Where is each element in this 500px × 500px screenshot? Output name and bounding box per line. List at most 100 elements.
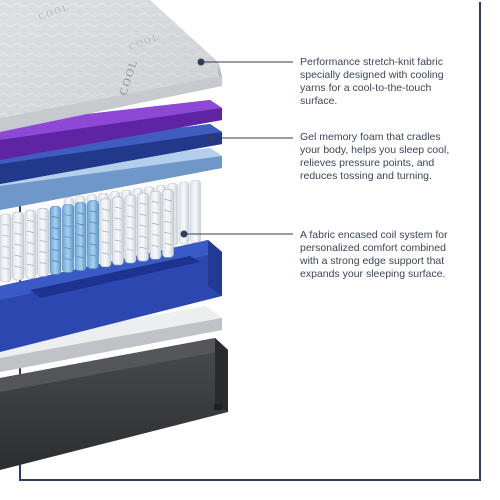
coil-stitch bbox=[76, 256, 85, 259]
coil-stitch bbox=[64, 236, 72, 239]
coil-stitch bbox=[114, 228, 122, 231]
coil-stitch bbox=[126, 237, 135, 240]
coil-stitch bbox=[76, 234, 85, 237]
coil-pocket-back bbox=[190, 180, 201, 243]
coil-stitch bbox=[101, 230, 110, 233]
coil-stitch bbox=[164, 210, 172, 213]
coil-stitch bbox=[64, 225, 72, 228]
coil-pocket bbox=[24, 209, 37, 279]
coil-stitch bbox=[126, 204, 135, 207]
coil-pocket-back bbox=[178, 181, 190, 245]
coil-stitch bbox=[14, 243, 22, 246]
callout-line: Performance stretch-knit fabric bbox=[300, 56, 443, 68]
coil-pocket bbox=[87, 200, 99, 269]
callout-line: surface. bbox=[300, 95, 338, 107]
coil-stitch bbox=[39, 262, 47, 265]
coil-stitch bbox=[126, 215, 135, 218]
coil-stitch bbox=[1, 223, 10, 226]
coil-stitch bbox=[151, 233, 160, 236]
callout-line: specially designed with cooling bbox=[300, 69, 444, 81]
coil-stitch bbox=[89, 221, 97, 224]
coil-stitch bbox=[101, 208, 110, 211]
coil-stitch bbox=[39, 251, 47, 254]
coil-stitch bbox=[14, 221, 22, 224]
callout-foam: Gel memory foam that cradles your body, … bbox=[300, 131, 470, 183]
coil-stitch bbox=[126, 248, 135, 251]
coil-stitch bbox=[89, 243, 97, 246]
callout-line: expands your sleeping surface. bbox=[300, 268, 446, 280]
coil-stitch bbox=[151, 222, 160, 225]
coil-pocket bbox=[112, 196, 124, 266]
callout-leaders bbox=[180, 58, 293, 238]
coil-stitch bbox=[164, 199, 172, 202]
coil-pocket bbox=[162, 189, 174, 258]
coil-stitch bbox=[114, 250, 122, 253]
purple-gel-foam-layer bbox=[0, 100, 222, 160]
light-blue-foam-layer bbox=[0, 148, 222, 210]
coil-stitch bbox=[39, 218, 47, 221]
coil-pocket bbox=[149, 190, 162, 260]
pocket-coil-layer bbox=[0, 180, 201, 283]
coil-stitch bbox=[51, 238, 60, 241]
coil-stitch bbox=[114, 206, 122, 209]
coil-stitch bbox=[51, 227, 60, 230]
callout-cover: Performance stretch-knit fabric speciall… bbox=[300, 56, 470, 108]
coil-stitch bbox=[26, 230, 35, 233]
coil-stitch bbox=[151, 200, 160, 203]
coil-stitch bbox=[1, 267, 10, 270]
coil-stitch bbox=[101, 241, 110, 244]
coil-stitch bbox=[26, 252, 35, 255]
callout-coils: A fabric encased coil system for persona… bbox=[300, 229, 470, 281]
callout-line: relieves pressure points, and bbox=[300, 157, 435, 169]
coil-pocket bbox=[62, 204, 74, 273]
callout-line: A fabric encased coil system for bbox=[300, 229, 448, 241]
coil-pocket bbox=[137, 192, 149, 262]
coil-stitch bbox=[139, 224, 147, 227]
coil-pocket bbox=[37, 208, 49, 277]
callout-line: personalized comfort combined bbox=[300, 242, 446, 254]
coil-stitch bbox=[114, 217, 122, 220]
coil-stitch bbox=[39, 229, 47, 232]
coil-stitch bbox=[151, 244, 160, 247]
coil-stitch bbox=[26, 241, 35, 244]
coil-stitch bbox=[164, 243, 172, 246]
coil-stitch bbox=[76, 212, 85, 215]
coil-stitch bbox=[1, 245, 10, 248]
coil-stitch bbox=[64, 214, 72, 217]
coil-stitch bbox=[114, 239, 122, 242]
coil-stitch bbox=[76, 245, 85, 248]
coil-stitch bbox=[89, 210, 97, 213]
foundation-base-layer bbox=[0, 338, 228, 470]
callout-line: Gel memory foam that cradles bbox=[300, 131, 441, 143]
coil-stitch bbox=[64, 258, 72, 261]
coil-pocket bbox=[0, 213, 12, 283]
callout-line: your body, helps you sleep cool, bbox=[300, 144, 450, 156]
leader-dot-cover bbox=[197, 58, 205, 66]
coil-stitch bbox=[76, 223, 85, 226]
coil-pocket bbox=[49, 206, 62, 275]
knit-cover-layer: COOL COOL COOL bbox=[0, 0, 222, 132]
coil-stitch bbox=[89, 232, 97, 235]
support-foam-layer bbox=[0, 306, 222, 372]
callout-line: reduces tossing and turning. bbox=[300, 170, 432, 182]
callout-line: yarns for a cool-to-the-touch bbox=[300, 82, 432, 94]
coil-stitch bbox=[164, 221, 172, 224]
coil-stitch bbox=[14, 265, 22, 268]
coil-stitch bbox=[89, 254, 97, 257]
coil-stitch bbox=[126, 226, 135, 229]
coil-stitch bbox=[64, 247, 72, 250]
coil-stitch bbox=[139, 202, 147, 205]
coil-stitch bbox=[139, 213, 147, 216]
callout-line: with a strong edge support that bbox=[300, 255, 445, 267]
coil-stitch bbox=[51, 216, 60, 219]
coil-stitch bbox=[1, 256, 10, 259]
blue-memory-foam-layer bbox=[0, 124, 222, 184]
coil-stitch bbox=[101, 252, 110, 255]
coil-stitch bbox=[39, 240, 47, 243]
coil-pocket bbox=[124, 194, 137, 264]
coil-stitch bbox=[26, 219, 35, 222]
leader-dot-foam bbox=[208, 134, 216, 142]
coil-stitch bbox=[14, 254, 22, 257]
coil-stitch bbox=[151, 211, 160, 214]
coil-stitch bbox=[51, 249, 60, 252]
